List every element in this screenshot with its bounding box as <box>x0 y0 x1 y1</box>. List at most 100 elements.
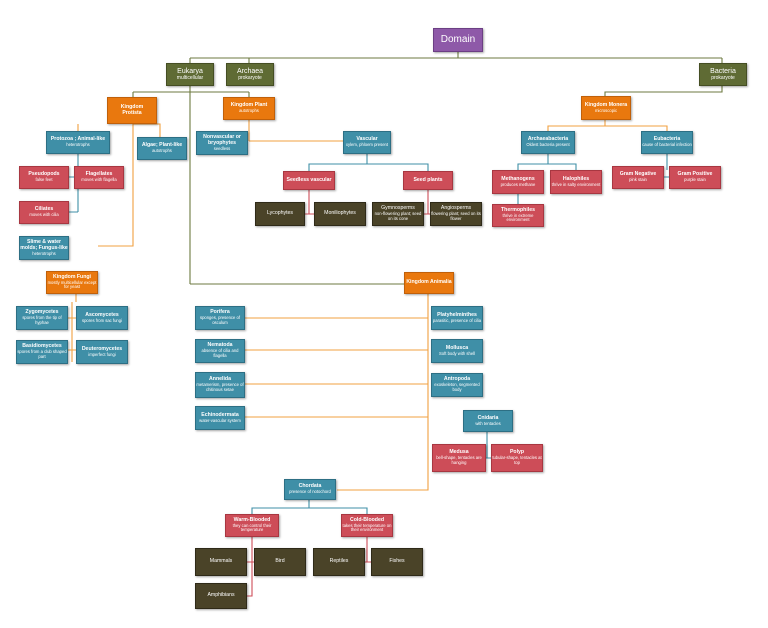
amphibians-node[interactable]: Amphibians <box>195 583 247 609</box>
fishes-node[interactable]: Fishes <box>371 548 423 576</box>
mollusca-title: Mollusca <box>445 344 469 351</box>
bacteria-node[interactable]: Bacteria prokaryote <box>699 63 747 86</box>
methanogens-sub: produces methane <box>500 181 536 187</box>
platyhelminthes-title: Platyhelminthes <box>437 311 477 318</box>
pseudopods-node[interactable]: Pseudopods false feet <box>19 166 69 189</box>
seedless-title: Seedless vascular <box>286 176 332 183</box>
archaebacteria-node[interactable]: Archaeabacteria Oldest bacteria present <box>521 131 575 154</box>
kingdom-animalia-node[interactable]: Kingdom Animalia <box>404 272 454 294</box>
echinodermata-title: Echinodermata <box>201 411 239 418</box>
link-protista <box>77 120 161 247</box>
cold-sub: takes their temperature on their environ… <box>342 522 392 533</box>
gram-positive-node[interactable]: Gram Positive purple stain <box>669 166 721 189</box>
bird-node[interactable]: Bird <box>254 548 306 576</box>
mollusca-node[interactable]: Mollusca Soft body with shell <box>431 339 483 363</box>
nematoda-node[interactable]: Nematoda absence of cilia and flagella <box>195 339 245 363</box>
flagellates-node[interactable]: Flagellates moves with flagella <box>74 166 124 189</box>
algae-node[interactable]: Algae; Plant-like autotrophs <box>137 137 187 160</box>
cnidaria-node[interactable]: Cnidaria with tentacles <box>463 410 513 432</box>
gramneg-title: Gram Negative <box>619 171 657 178</box>
vascular-node[interactable]: Vascular xylem, phloem present <box>343 131 391 154</box>
seed-plants-node[interactable]: Seed plants <box>403 171 453 190</box>
porifera-node[interactable]: Porifera sponges, presence of osculum <box>195 306 245 330</box>
ascomycetes-node[interactable]: Ascomycetes spores from sac fungi <box>76 306 128 330</box>
warm-blooded-node[interactable]: Warm-Blooded they can control their temp… <box>225 514 279 537</box>
platyhelminthes-node[interactable]: Platyhelminthes parasitic, presence of c… <box>431 306 483 330</box>
gymnosperms-sub: non-flowering plant; seed on its cone <box>374 211 422 221</box>
kingdom-protista-node[interactable]: Kingdom Protista <box>107 97 157 124</box>
bacteria-title: Bacteria <box>710 67 736 75</box>
medusa-node[interactable]: Medusa bell-shape, tentacles are hanging <box>432 444 486 472</box>
link-animalia <box>235 294 429 491</box>
warm-title: Warm-Blooded <box>233 516 271 523</box>
porifera-sub: sponges, presence of osculum <box>199 315 241 325</box>
gymnosperms-node[interactable]: Gymnosperms non-flowering plant; seed on… <box>372 202 424 226</box>
annelida-title: Annelida <box>209 376 231 383</box>
annelida-sub: metamerism, presence of chitinous setae <box>196 382 244 392</box>
mammals-node[interactable]: Mammals <box>195 548 247 576</box>
reptiles-node[interactable]: Reptiles <box>313 548 365 576</box>
polyp-sub: tubular-shape, tentacles at top <box>492 455 542 465</box>
fungi-title: Kingdom Fungi <box>52 273 92 280</box>
flagellates-title: Flagellates <box>85 171 113 178</box>
echinodermata-node[interactable]: Echinodermata water-vascular system <box>195 406 245 430</box>
antropoda-sub: exoskeleton, segmented body <box>434 382 480 392</box>
annelida-node[interactable]: Annelida metamerism, presence of chitino… <box>195 372 245 398</box>
methanogens-node[interactable]: Methanogens produces methane <box>492 170 544 194</box>
antropoda-node[interactable]: Antropoda exoskeleton, segmented body <box>431 373 483 397</box>
halophiles-node[interactable]: Halophiles thrive in salty environment <box>550 170 602 194</box>
deuteromycetes-title: Deuteromycetes <box>81 345 123 352</box>
polyp-node[interactable]: Polyp tubular-shape, tentacles at top <box>491 444 543 472</box>
slime-molds-node[interactable]: Slime & water molds; Fungus-like heterot… <box>19 236 69 260</box>
grampos-title: Gram Positive <box>677 171 713 178</box>
protozoa-title: Protozoa ; Animal-like <box>50 136 106 143</box>
basidiomycetes-node[interactable]: Basidiomycetes spores from a club shaped… <box>16 340 68 364</box>
link-vascular <box>308 154 429 171</box>
link-eukarya-kingdoms <box>132 86 404 285</box>
archaea-node[interactable]: Archaea prokaryote <box>226 63 274 86</box>
ciliates-title: Ciliates <box>34 206 54 213</box>
thermophiles-node[interactable]: Thermophiles thrive in extreme environme… <box>492 204 544 227</box>
zygomycetes-node[interactable]: Zygomycetes spores from the tip of hypha… <box>16 306 68 330</box>
archaea-title: Archaea <box>236 67 264 75</box>
moniliophytes-node[interactable]: Moniliophytes <box>314 202 366 226</box>
eubacteria-node[interactable]: Eubacteria cause of bacterial infection <box>641 131 693 154</box>
grampos-sub: purple stain <box>684 177 706 183</box>
methanogens-title: Methanogens <box>501 175 535 182</box>
kingdom-monera-node[interactable]: Kingdom Monera microscopic <box>581 96 631 120</box>
reptiles-title: Reptiles <box>329 558 349 565</box>
moniliophytes-title: Moniliophytes <box>324 210 356 217</box>
flagellates-sub: moves with flagella <box>81 177 117 183</box>
kingdom-plant-node[interactable]: Kingdom Plant autotrophs <box>223 97 275 120</box>
angiosperms-node[interactable]: Angiosperms flowering plant; seed on its… <box>430 202 482 226</box>
gramneg-sub: pink stain <box>629 177 647 183</box>
domain-title: Domain <box>440 34 476 46</box>
eukarya-node[interactable]: Eukarya multicellular <box>166 63 214 86</box>
chordata-sub: presence of notochord <box>289 489 331 495</box>
halophiles-title: Halophiles <box>562 175 590 182</box>
cnidaria-sub: with tentacles <box>475 420 501 426</box>
plant-title: Kingdom Plant <box>230 102 268 109</box>
gram-negative-node[interactable]: Gram Negative pink stain <box>612 166 664 189</box>
lycophytes-node[interactable]: Lycophytes <box>255 202 305 226</box>
deuteromycetes-node[interactable]: Deuteromycetes imperfect fungi <box>76 340 128 364</box>
ciliates-node[interactable]: Ciliates moves with cilia <box>19 201 69 224</box>
thermophiles-title: Thermophiles <box>500 206 535 213</box>
fungi-sub: mostly multicellular except for yeast <box>47 279 97 290</box>
seedless-vascular-node[interactable]: Seedless vascular <box>283 171 335 190</box>
vascular-title: Vascular <box>356 136 378 143</box>
mammals-title: Mammals <box>209 558 233 565</box>
eubacteria-sub: cause of bacterial infection <box>642 142 692 148</box>
chordata-node[interactable]: Chordata presence of notochord <box>284 479 336 500</box>
bird-title: Bird <box>275 558 285 565</box>
kingdom-fungi-node[interactable]: Kingdom Fungi mostly multicellular excep… <box>46 271 98 294</box>
nonvascular-title: Nonvascular or bryophytes <box>203 133 241 146</box>
echinodermata-sub: water-vascular system <box>199 417 241 423</box>
link-chordata <box>251 500 368 514</box>
domain-node[interactable]: Domain <box>433 28 483 52</box>
protozoa-node[interactable]: Protozoa ; Animal-like heterotrophs <box>46 131 110 154</box>
cold-blooded-node[interactable]: Cold-Blooded takes their temperature on … <box>341 514 393 537</box>
nonvascular-node[interactable]: Nonvascular or bryophytes seedless <box>196 131 248 155</box>
archaebacteria-title: Archaeabacteria <box>527 136 569 143</box>
